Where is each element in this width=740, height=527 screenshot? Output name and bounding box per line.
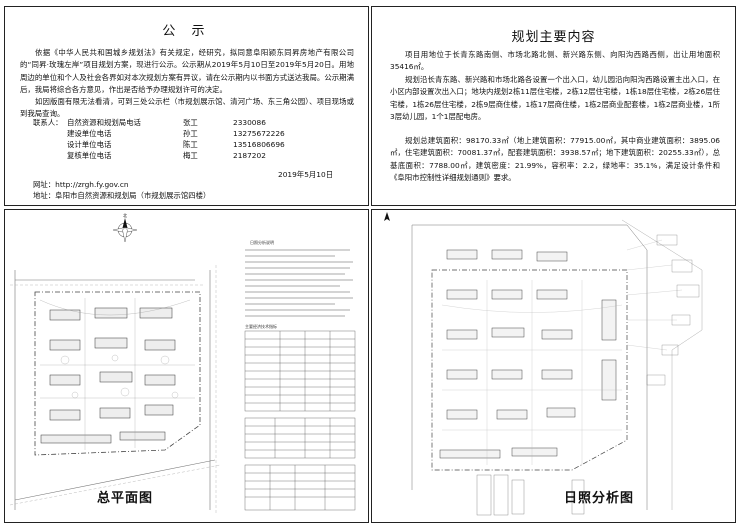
plan-info-paragraph-1: 项目用地位于长青东路南侧、市场北路北侧、新兴路东侧、向阳沟西路西侧，出让用地面积… [390, 50, 720, 72]
plan-info-panel: 规划主要内容 项目用地位于长青东路南侧、市场北路北侧、新兴路东侧、向阳沟西路西侧… [371, 6, 736, 206]
contact-name: 张工 [183, 118, 198, 127]
tech-table-title: 主要经济技术指标 [245, 323, 277, 329]
contact-name: 孙工 [183, 129, 198, 138]
contact-name: 梅工 [183, 151, 198, 160]
notice-paragraph-1: 依据《中华人民共和国城乡规划法》有关规定，经研究，拟同意阜阳颍东同昇房地产有限公… [20, 48, 354, 95]
legend-title: 日照分析说明 [250, 239, 274, 245]
plan-info-paragraph-3: 规划总建筑面积：98170.33㎡（地上建筑面积：77915.00㎡，其中商业建… [390, 136, 720, 183]
notice-panel: 公 示 依据《中华人民共和国城乡规划法》有关规定，经研究，拟同意阜阳颍东同昇房地… [4, 6, 369, 206]
north-arrow-icon [112, 218, 138, 243]
master-plan-drawing: 北 日照分析说明 主要经济技术指标 [9, 212, 356, 515]
plan-info-paragraph-2: 规划沿长青东路、新兴路和市场北路各设置一个出入口，幼儿园沿向阳沟西路设置主出入口… [390, 75, 720, 122]
contact-phone: 13275672226 [233, 129, 285, 138]
contact-phone: 2330086 [233, 118, 266, 127]
sun-analysis-panel: 日照分析图 [371, 209, 736, 523]
tech-table [244, 330, 356, 511]
notice-website[interactable]: 网址：http://zrgh.fy.gov.cn [33, 180, 129, 189]
notice-title: 公 示 [162, 24, 211, 39]
compass-label: 北 [123, 212, 127, 218]
sun-analysis-caption: 日照分析图 [564, 491, 635, 506]
contact-phone: 2187202 [233, 151, 266, 160]
north-arrow-icon [384, 212, 390, 221]
contact-org: 自然资源和规划局电话 [67, 118, 141, 127]
notice-date: 2019年5月10日 [278, 170, 334, 179]
sun-analysis-drawing [384, 212, 703, 516]
contact-name: 陈工 [183, 140, 198, 149]
contact-org: 设计单位电话 [67, 140, 112, 149]
master-plan-panel: 北 日照分析说明 主要经济技术指标 [4, 209, 369, 523]
contact-label: 联系人： [33, 118, 63, 127]
contact-phone: 13516806696 [233, 140, 285, 149]
plan-info-title: 规划主要内容 [511, 30, 596, 45]
master-plan-caption: 总平面图 [97, 491, 154, 506]
contact-org: 复核单位电话 [67, 151, 112, 160]
contact-org: 建设单位电话 [67, 129, 112, 138]
notice-paragraph-2: 如因版面有限无法看清，可到三处公示栏（市规划展示馆、清河广场、东三角公园）、项目… [20, 97, 354, 119]
notice-address: 地址：阜阳市自然资源和规划局（市规划展示馆四楼） [33, 191, 211, 200]
